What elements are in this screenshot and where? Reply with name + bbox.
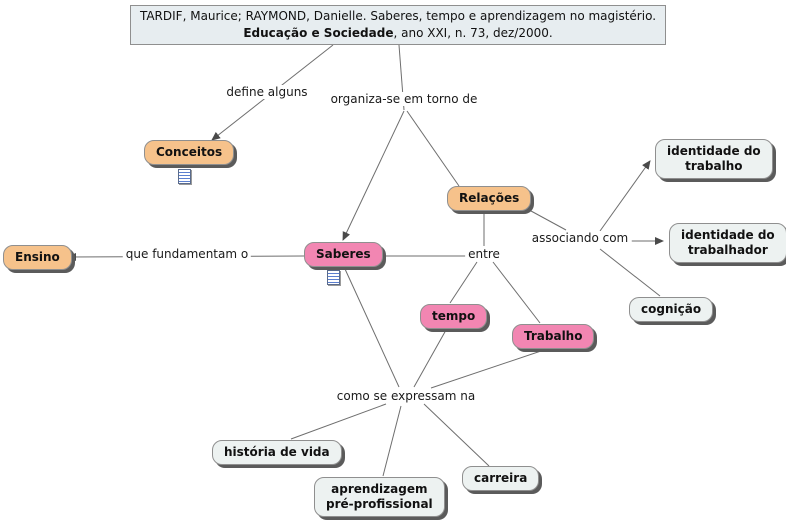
node-identidade-do-trabalho[interactable]: identidade do trabalho	[655, 139, 773, 179]
title-line-1: TARDIF, Maurice; RAYMOND, Danielle. Sabe…	[139, 9, 657, 23]
node-identidade-do-trabalhador[interactable]: identidade do trabalhador	[669, 223, 786, 263]
node-tempo[interactable]: tempo	[420, 304, 488, 329]
node-ensino[interactable]: Ensino	[3, 245, 72, 270]
title-line-2-rest: , ano XXI, n. 73, dez/2000.	[393, 26, 553, 40]
node-cognicao[interactable]: cognição	[629, 297, 714, 322]
node-historia-de-vida[interactable]: história de vida	[212, 440, 342, 465]
link-label-define-alguns[interactable]: define alguns	[223, 85, 311, 99]
resource-link-icon-conceitos[interactable]	[178, 169, 191, 184]
node-conceitos[interactable]: Conceitos	[144, 140, 235, 165]
node-trabalho[interactable]: Trabalho	[512, 324, 595, 349]
link-label-associando-com[interactable]: associando com	[528, 231, 632, 245]
node-relacoes[interactable]: Relações	[447, 186, 532, 211]
node-saberes[interactable]: Saberes	[304, 242, 383, 267]
link-label-entre[interactable]: entre	[465, 247, 503, 261]
title-box[interactable]: TARDIF, Maurice; RAYMOND, Danielle. Sabe…	[130, 5, 666, 45]
node-aprendizagem-pre-profissional[interactable]: aprendizagem pré-profissional	[314, 477, 445, 517]
link-label-como-se-expressam[interactable]: como se expressam na	[333, 389, 479, 403]
node-carreira[interactable]: carreira	[462, 466, 540, 491]
link-label-organiza-se[interactable]: organiza-se em torno de	[327, 92, 481, 106]
resource-link-icon-saberes[interactable]	[327, 270, 340, 285]
title-journal: Educação e Sociedade	[243, 26, 394, 40]
title-line-2: Educação e Sociedade, ano XXI, n. 73, de…	[135, 25, 661, 42]
link-label-que-fundamentam[interactable]: que fundamentam o	[122, 247, 252, 261]
